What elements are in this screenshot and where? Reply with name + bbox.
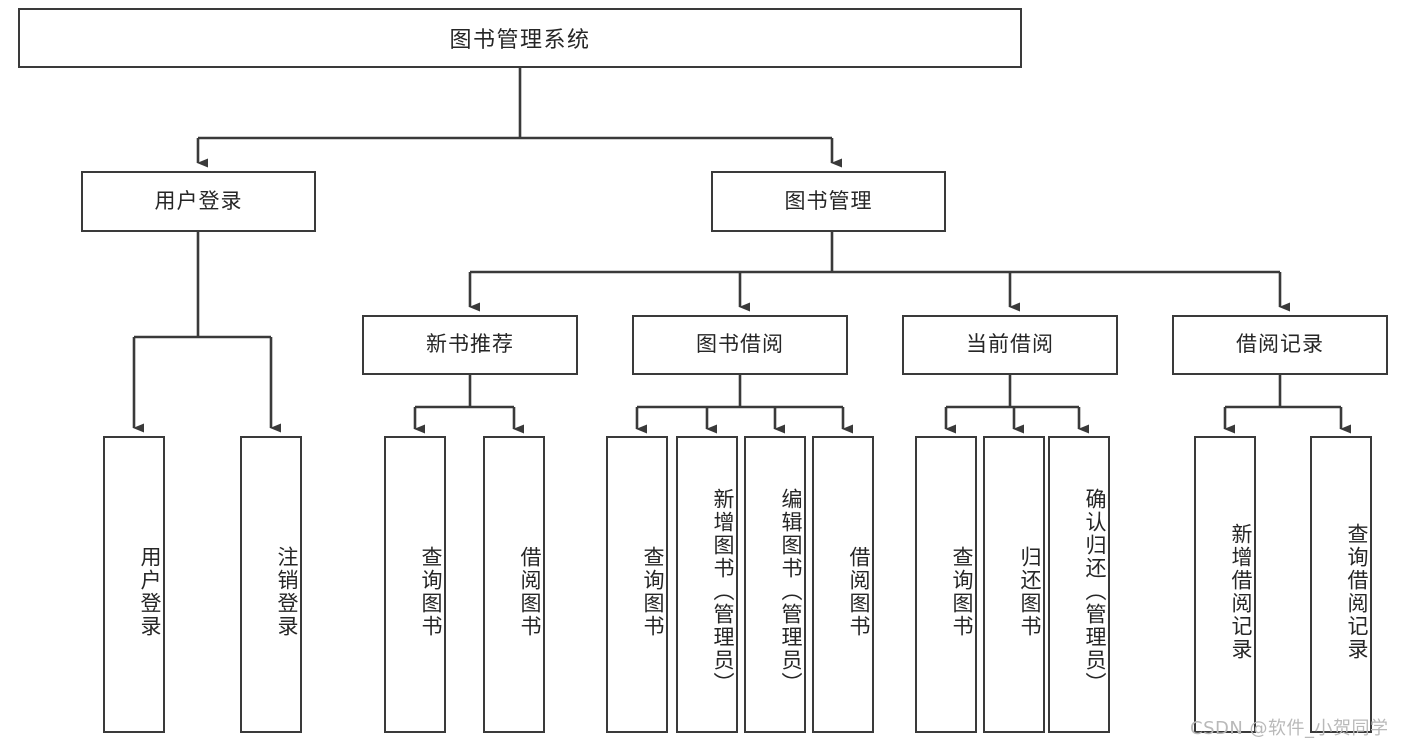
leaf-book-borrow-add[interactable]: 新增图书（管理员） xyxy=(676,436,738,733)
node-label: 图书管理系统 xyxy=(449,28,591,53)
node-user-login[interactable]: 用户登录 xyxy=(81,171,316,232)
node-label: 当前借阅 xyxy=(966,332,1054,357)
node-book-management-system[interactable]: 图书管理系统 xyxy=(18,8,1022,68)
node-label: 编辑图书（管理员） xyxy=(779,488,803,695)
node-label: 归还图书 xyxy=(1018,545,1042,638)
node-label: 查询图书 xyxy=(641,545,665,638)
node-label: 图书管理 xyxy=(784,188,873,213)
node-label: 图书借阅 xyxy=(696,332,784,357)
node-label: 借阅图书 xyxy=(847,545,871,638)
node-label: 注销登录 xyxy=(275,545,299,638)
node-label: 新增图书（管理员） xyxy=(711,488,735,695)
node-label: 新书推荐 xyxy=(426,332,514,357)
leaf-book-borrow-borrow[interactable]: 借阅图书 xyxy=(812,436,874,733)
leaf-borrow-record-add[interactable]: 新增借阅记录 xyxy=(1194,436,1256,733)
leaf-new-book-query[interactable]: 查询图书 xyxy=(384,436,446,733)
csdn-watermark: CSDN @软件_小贺同学 xyxy=(1190,718,1389,739)
node-new-book-recommend[interactable]: 新书推荐 xyxy=(362,315,578,375)
node-label: 查询图书 xyxy=(950,545,974,638)
node-book-management[interactable]: 图书管理 xyxy=(711,171,946,232)
node-label: 查询图书 xyxy=(419,545,443,638)
node-label: 借阅图书 xyxy=(518,545,542,638)
leaf-book-borrow-query[interactable]: 查询图书 xyxy=(606,436,668,733)
node-book-borrow[interactable]: 图书借阅 xyxy=(632,315,848,375)
node-label: 用户登录 xyxy=(138,545,162,638)
leaf-current-borrow-query[interactable]: 查询图书 xyxy=(915,436,977,733)
node-label: 借阅记录 xyxy=(1236,332,1324,357)
leaf-user-login-signout[interactable]: 注销登录 xyxy=(240,436,302,733)
node-label: 查询借阅记录 xyxy=(1345,522,1369,661)
node-label: 新增借阅记录 xyxy=(1229,522,1253,661)
leaf-current-borrow-confirm-return[interactable]: 确认归还（管理员） xyxy=(1048,436,1110,733)
leaf-current-borrow-return[interactable]: 归还图书 xyxy=(983,436,1045,733)
leaf-user-login-signin[interactable]: 用户登录 xyxy=(103,436,165,733)
leaf-borrow-record-query[interactable]: 查询借阅记录 xyxy=(1310,436,1372,733)
leaf-book-borrow-edit[interactable]: 编辑图书（管理员） xyxy=(744,436,806,733)
leaf-new-book-borrow[interactable]: 借阅图书 xyxy=(483,436,545,733)
node-label: 确认归还（管理员） xyxy=(1083,488,1107,695)
node-current-borrow[interactable]: 当前借阅 xyxy=(902,315,1118,375)
node-borrow-record[interactable]: 借阅记录 xyxy=(1172,315,1388,375)
node-label: 用户登录 xyxy=(154,188,243,213)
